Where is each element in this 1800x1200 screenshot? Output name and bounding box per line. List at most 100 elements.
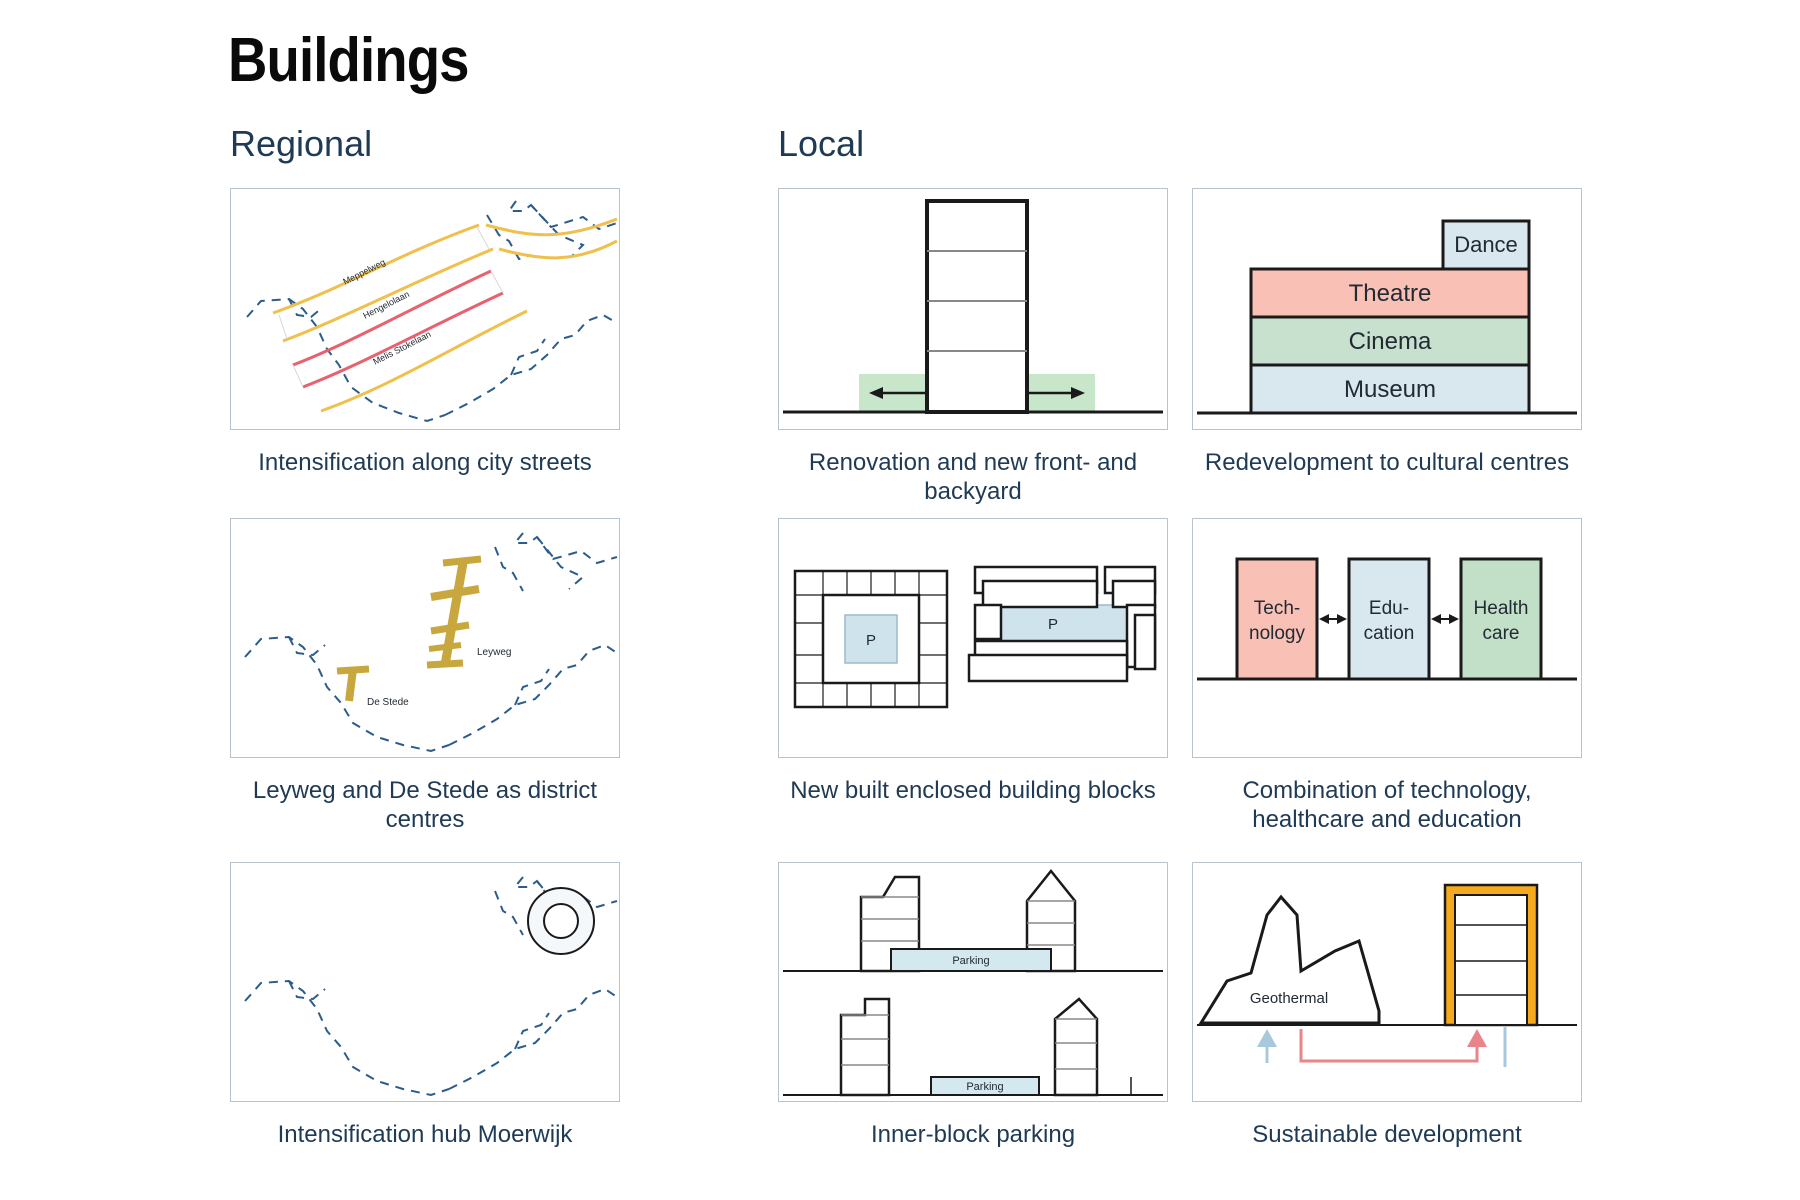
boundary-dash: [514, 1012, 550, 1050]
cell-district-centres: Leyweg De Stede Leyweg and De Stede as d…: [230, 518, 620, 835]
block-label-museum: Museum: [1344, 376, 1436, 403]
block-label-education-line1: Edu-: [1369, 598, 1409, 619]
arrow-education-healthcare: [1431, 614, 1459, 624]
column-header-local: Local: [778, 123, 865, 164]
cell-enclosed-building-blocks: P P New built enclosed buil: [778, 518, 1168, 805]
parking-label-top: Parking: [952, 955, 989, 967]
street-line-yellow: [498, 239, 618, 260]
plan-enclosed-blocks: P P: [793, 565, 1157, 709]
diagram-frame: Geothermal: [1192, 862, 1582, 1102]
block-label-education-line2: cation: [1364, 623, 1415, 644]
road-leyweg: [440, 562, 468, 666]
block-museum: [1249, 363, 1531, 415]
section-cultural-centres: Dance Theatre Cinema Museum: [1197, 219, 1577, 415]
cell-intensification-streets: Meppelweg Hengelolaan Melis Stokelaan In…: [230, 188, 620, 477]
parking-label-p-left: P: [866, 632, 876, 649]
boundary-dash: [288, 980, 326, 1001]
cell-caption: Sustainable development: [1252, 1121, 1522, 1148]
cell-caption: Combination of technology, healthcare an…: [1242, 777, 1532, 834]
diagram-frame: Leyweg De Stede: [230, 518, 620, 758]
street-label-meppelweg: Meppelweg: [341, 257, 387, 287]
block-education: [1347, 557, 1431, 681]
road-de-stede: [345, 668, 357, 702]
cell-sustainable-development: Geothermal Sustainable: [1192, 862, 1582, 1149]
street-line-red: [302, 291, 504, 389]
boundary-dash: [486, 214, 532, 261]
diagram-frame: [230, 862, 620, 1102]
boundary-dash: [514, 668, 550, 706]
boundary-dash: [510, 338, 546, 376]
road-cross: [426, 659, 464, 669]
hub-inner-circle: [543, 903, 579, 939]
diagram-frame: Meppelweg Hengelolaan Melis Stokelaan: [230, 188, 620, 430]
boundary-dash: [536, 536, 585, 590]
parking-label-p-right: P: [1048, 616, 1058, 633]
cell-caption: New built enclosed building blocks: [790, 777, 1156, 804]
cell-cultural-centres: Dance Theatre Cinema Museum Redevelopmen…: [1192, 188, 1582, 477]
boundary-dash: [244, 979, 450, 1097]
geothermal-building: [1198, 894, 1381, 1025]
street-line-yellow: [272, 223, 480, 315]
street-line-yellow: [485, 217, 618, 237]
boundary-dash: [494, 546, 524, 592]
boundary-dash: [530, 204, 585, 258]
cell-hub-moerwijk: Intensification hub Moerwijk: [230, 862, 620, 1149]
diagram-frame: P P: [778, 518, 1168, 758]
road-cross: [428, 642, 462, 652]
cell-caption: Renovation and new front- and backyard: [808, 449, 1138, 506]
street-label-melis-stokelaan: Melis Stokelaan: [371, 329, 432, 367]
column-header-regional: Regional: [230, 123, 373, 164]
road-cross: [442, 555, 482, 567]
cell-renovation-front-backyard: Renovation and new front- and backyard: [778, 188, 1168, 507]
diagram-frame: [778, 188, 1168, 430]
block-label-cinema: Cinema: [1349, 328, 1432, 355]
section-tech-health-education: Tech- nology Edu- cation Health care: [1197, 557, 1577, 681]
street-line-yellow: [282, 247, 494, 343]
arrow-tech-education: [1319, 614, 1347, 624]
plan-regular-block: P: [793, 569, 949, 709]
arrow-red-heat: [1299, 1029, 1487, 1063]
section-sustainable-development: Geothermal: [1197, 883, 1577, 1067]
insulated-building-interior: [1454, 894, 1528, 1026]
parking-court: [844, 614, 898, 664]
diagram-frame: Parking Parking: [778, 862, 1168, 1102]
block-label-technology-line1: Tech-: [1254, 598, 1300, 619]
road-cross: [430, 621, 470, 635]
section-renovation: [783, 199, 1163, 414]
block-label-healthcare-line1: Health: [1474, 598, 1529, 619]
street-connector: [278, 314, 288, 340]
street-connector: [476, 226, 490, 250]
parking-label-bottom: Parking: [966, 1081, 1003, 1093]
arrow-right-expand: [1029, 387, 1085, 399]
plan-irregular-block: P: [967, 565, 1157, 683]
cell-tech-health-education: Tech- nology Edu- cation Health care: [1192, 518, 1582, 835]
arrow-left-expand: [869, 387, 925, 399]
street-line-red: [292, 269, 492, 367]
place-label-de-stede: De Stede: [367, 697, 409, 708]
road-cross: [336, 665, 370, 675]
street-connector: [292, 364, 304, 388]
cell-caption: Inner-block parking: [870, 1121, 1076, 1148]
block-label-theatre: Theatre: [1349, 280, 1432, 307]
block-cinema: [1249, 315, 1531, 367]
boundary-dash: [512, 532, 618, 565]
boundary-dash: [448, 987, 618, 1090]
cell-inner-block-parking: Parking Parking In: [778, 862, 1168, 1149]
block-dance: [1441, 219, 1531, 271]
cell-caption: Intensification along city streets: [258, 449, 592, 476]
block-technology: [1235, 557, 1319, 681]
map-district-centres: Leyweg De Stede: [244, 532, 618, 753]
block-label-technology-line2: nology: [1249, 623, 1305, 644]
diagram-frame: Dance Theatre Cinema Museum: [1192, 188, 1582, 430]
boundary-dash: [444, 313, 618, 416]
block-label-healthcare-line2: care: [1483, 623, 1520, 644]
boundary-dash: [448, 643, 618, 746]
page-title: Buildings: [228, 26, 469, 95]
building-outline: [925, 199, 1029, 414]
cell-caption: Leyweg and De Stede as district centres: [252, 777, 598, 834]
section-inner-block-parking: Parking Parking: [783, 868, 1163, 1097]
street-connector: [490, 270, 504, 294]
diagram-frame: Tech- nology Edu- cation Health care: [1192, 518, 1582, 758]
boundary-dash: [494, 890, 524, 936]
cell-caption: Redevelopment to cultural centres: [1204, 449, 1570, 476]
